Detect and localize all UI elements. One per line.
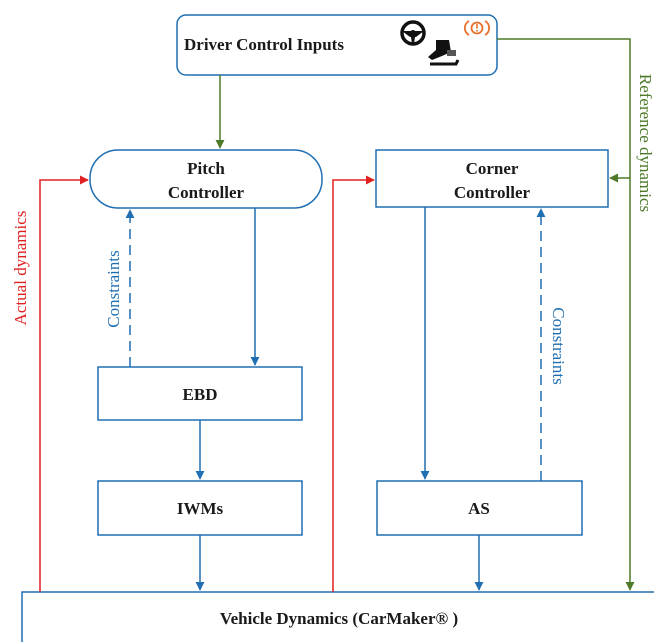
pedal-foot-icon — [428, 40, 460, 66]
corner-controller-label-line2: Controller — [454, 183, 531, 202]
pitch-controller-label-line1: Pitch — [187, 159, 225, 178]
constraints-right-label: Constraints — [549, 307, 568, 384]
brake-warning-icon — [463, 20, 491, 36]
reference-dynamics-line — [497, 38, 635, 591]
actual-dynamics-label: Actual dynamics — [11, 211, 30, 326]
reference-dynamics-label: Reference dynamics — [636, 74, 654, 212]
corner-controller-label-line1: Corner — [466, 159, 519, 178]
vehicle-dynamics-label: Vehicle Dynamics (CarMaker® ) — [220, 609, 458, 628]
pitch-controller-box — [89, 149, 323, 209]
actual-dynamics-line-right — [332, 175, 375, 592]
pitch-controller-label-line2: Controller — [168, 183, 245, 202]
as-label: AS — [468, 499, 490, 518]
iwms-box — [97, 480, 303, 536]
actual-dynamics-line-left — [39, 175, 89, 592]
ebd-box — [97, 366, 303, 421]
corner-controller-box — [375, 149, 609, 208]
vehicle-dynamics-box — [21, 591, 654, 642]
steering-wheel-icon — [400, 20, 426, 46]
ebd-label: EBD — [183, 385, 218, 404]
constraints-left-label: Constraints — [104, 250, 123, 327]
driver-inputs-label: Driver Control Inputs — [184, 35, 344, 54]
as-box — [376, 480, 583, 536]
iwms-label: IWMs — [177, 499, 224, 518]
